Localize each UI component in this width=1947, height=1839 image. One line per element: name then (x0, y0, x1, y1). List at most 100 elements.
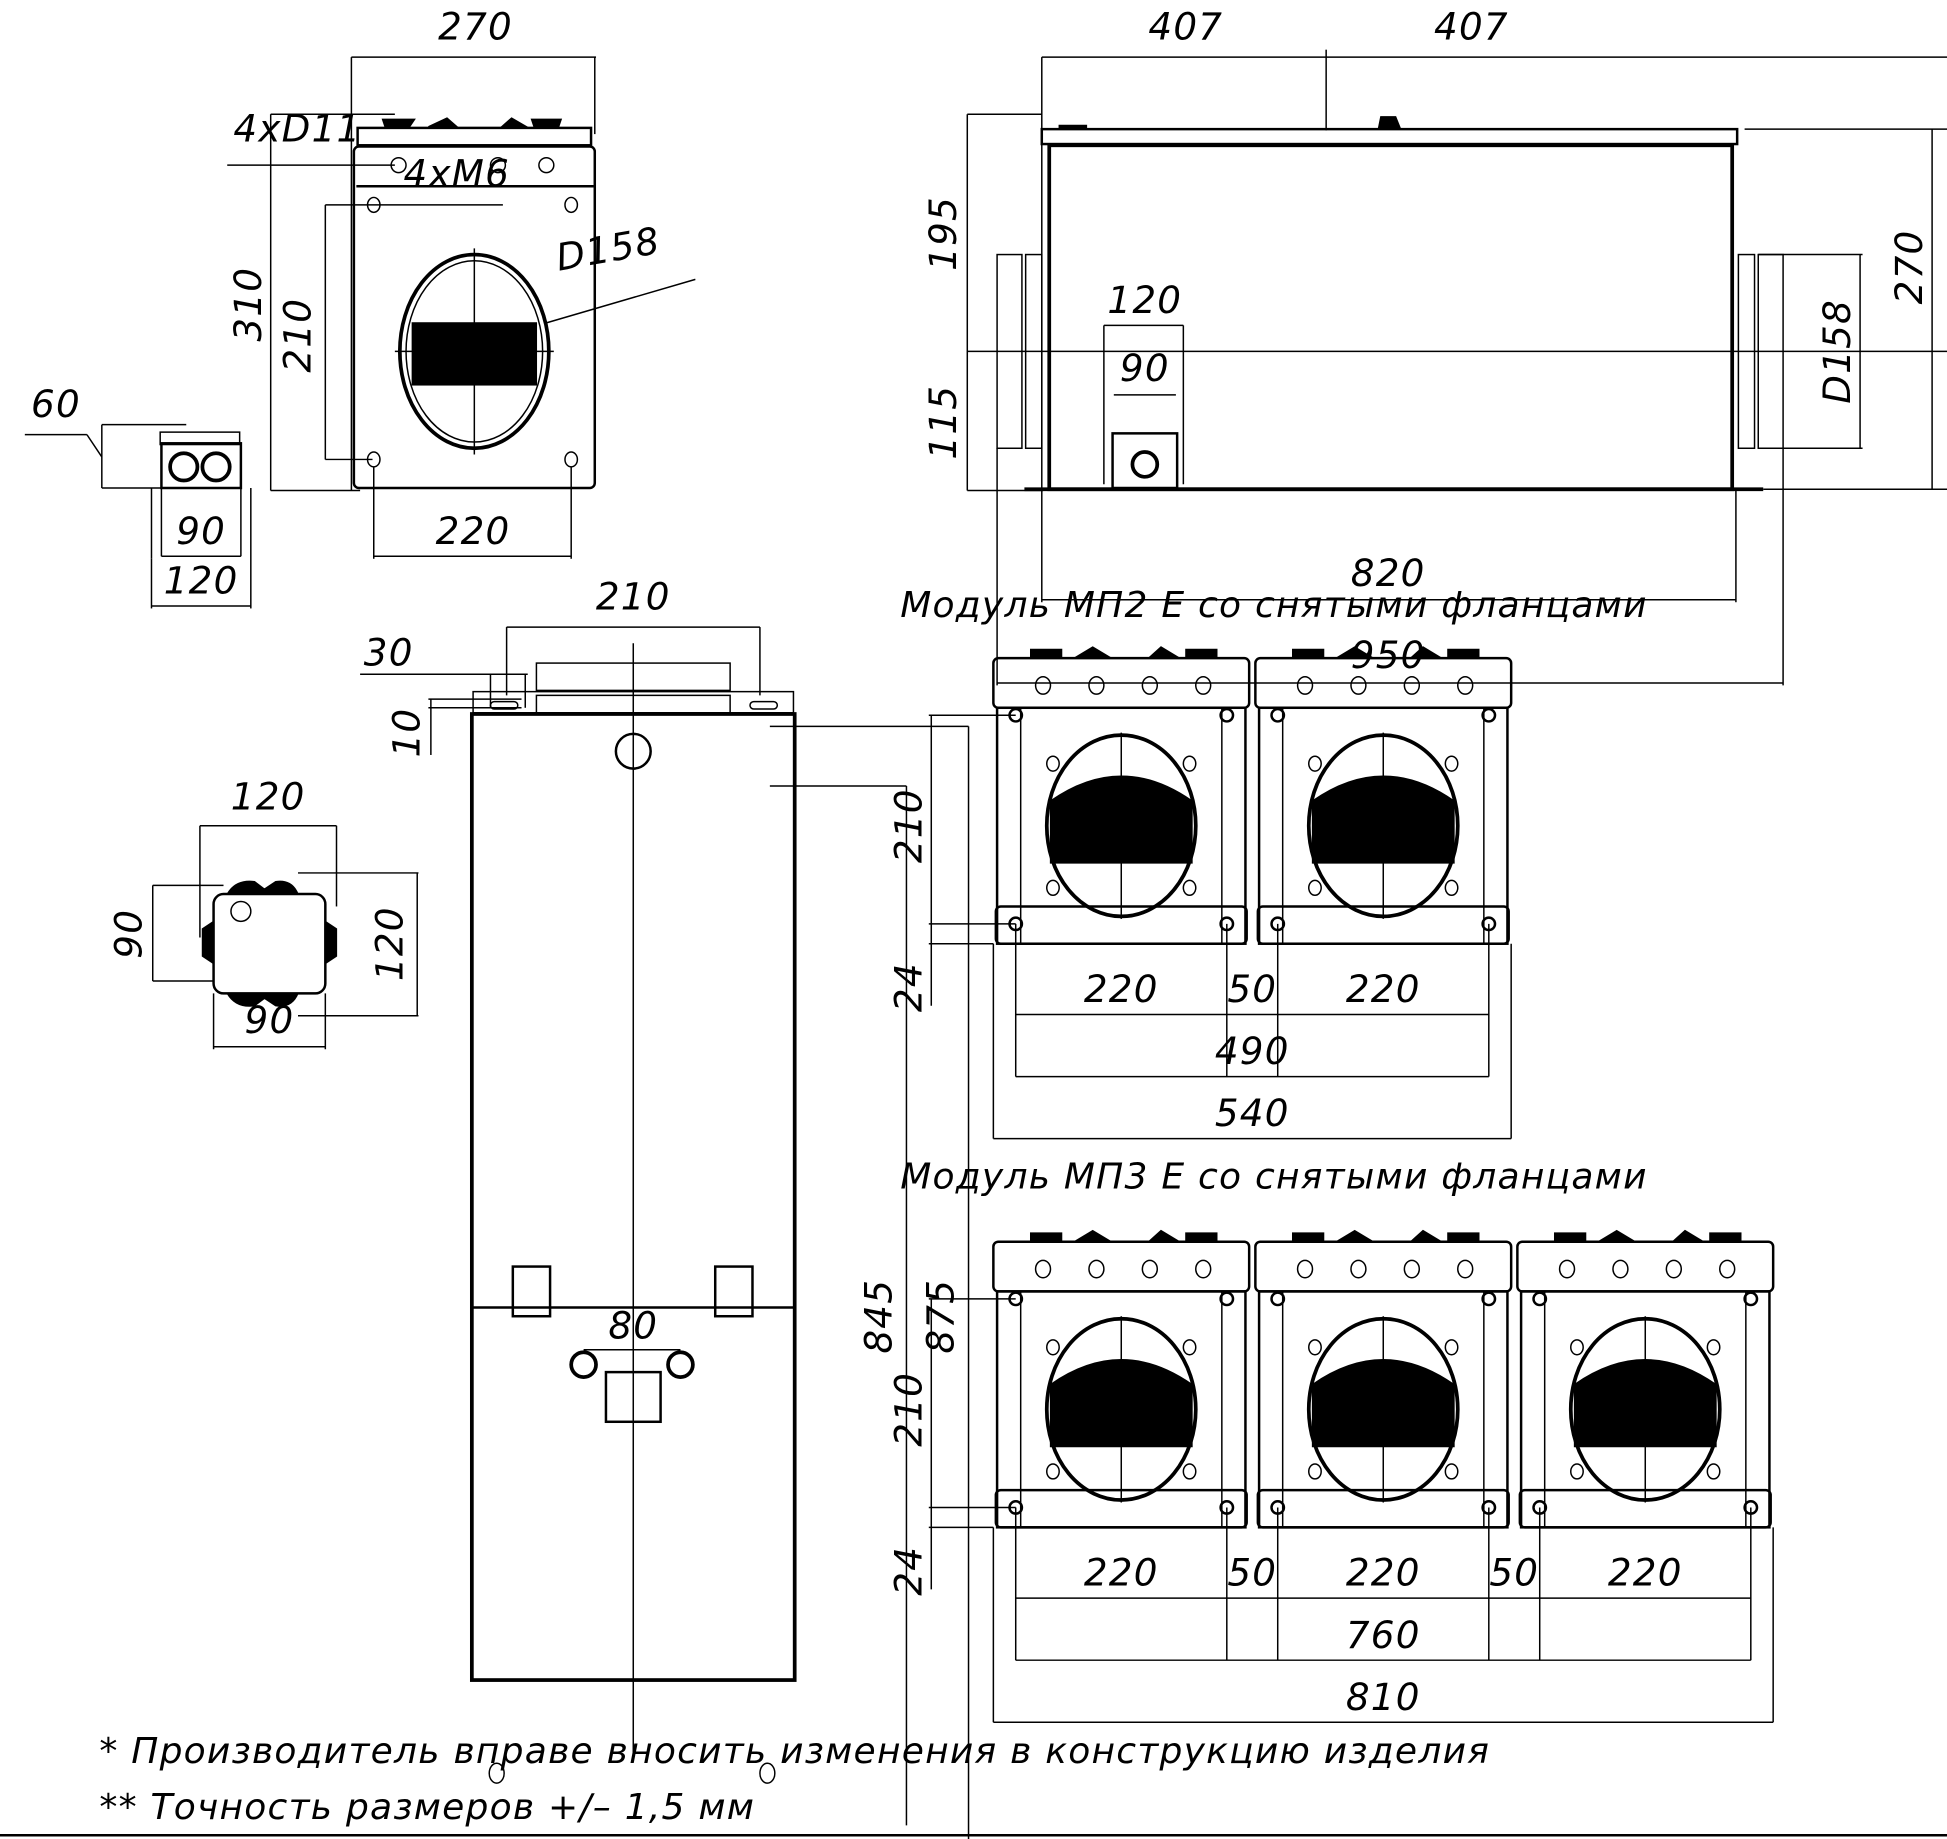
flange-hole-icon (1706, 1463, 1721, 1480)
m6-hole-icon (1457, 1259, 1474, 1279)
top-connectors (1291, 646, 1480, 659)
mount-bolt-icon (1270, 1291, 1286, 1307)
dim-segment: 220 (1346, 1551, 1421, 1595)
dim-90-left: 90 (107, 909, 151, 959)
flange-hole-icon (1182, 1339, 1197, 1356)
dim-segment: 50 (1227, 967, 1277, 1011)
dim-120-right: 120 (367, 906, 411, 981)
front-top-rail (356, 126, 593, 147)
flange-hole-icon (1570, 1339, 1584, 1356)
dim-segment: 220 (1608, 1551, 1683, 1595)
m6-hole-icon (1403, 675, 1421, 695)
m6-hole-icon (1719, 1259, 1736, 1279)
cable-gland-icon (666, 1350, 695, 1379)
screw-icon (230, 900, 252, 923)
dim-270: 270 (438, 5, 513, 49)
dim-310: 310 (226, 267, 270, 342)
top-connectors (1553, 1229, 1742, 1243)
dim-total-width: 810 (1346, 1675, 1421, 1719)
m6-hole-icon (1350, 1259, 1367, 1279)
flange-hole-icon (1444, 1463, 1459, 1480)
cable-gland-icon (1130, 450, 1160, 479)
mount-bolt-icon (1219, 1291, 1235, 1307)
dim-120: 120 (164, 559, 239, 603)
note-2: ** Точность размеров +/– 1,5 мм (99, 1787, 755, 1828)
dim-segment: 220 (1084, 967, 1159, 1011)
dim-10: 10 (385, 708, 429, 758)
dim-120-top: 120 (231, 775, 306, 819)
d11-hole-icon (564, 451, 579, 468)
dim-210: 210 (596, 575, 671, 619)
dim-270: 270 (1887, 230, 1931, 305)
leader-d158 (546, 278, 696, 324)
top-view: 210 30 10 80 845 875 (360, 575, 970, 1839)
mount-bolt-icon (1743, 1291, 1759, 1307)
flange-hole-icon (1182, 755, 1197, 772)
m6-hole-icon (1034, 675, 1052, 695)
flange-hole-icon (1570, 1463, 1584, 1480)
side-top-rail (1040, 127, 1739, 146)
leader-60 (86, 434, 103, 458)
d11-hole-icon (564, 196, 579, 214)
flange-hole-icon (1046, 1339, 1060, 1356)
dim-60: 60 (31, 382, 81, 426)
mount-bolt-icon (1481, 707, 1497, 723)
dim-875: 875 (919, 1279, 963, 1354)
hole-icon (759, 1762, 776, 1784)
mount-slot-icon (489, 700, 519, 710)
module-caption: Модуль МП2 Е со снятыми фланцами (900, 585, 1648, 626)
m6-hole-icon (1296, 1259, 1314, 1279)
m6-hole-icon (1350, 675, 1367, 695)
dim-hole-span: 760 (1346, 1613, 1421, 1657)
dim-hole-span: 490 (1215, 1029, 1290, 1073)
dim-210: 210 (275, 298, 319, 373)
m6-hole-icon (538, 156, 555, 174)
flange-hole-icon (1046, 879, 1060, 897)
cable-gland-icon (168, 451, 200, 483)
flange-hole-icon (1308, 879, 1322, 897)
cable-gland-icon (569, 1350, 598, 1379)
flange-hole-icon (1308, 1339, 1322, 1356)
nameplate-icon (604, 1370, 662, 1424)
junction-box-body (212, 892, 327, 995)
dim-407-right: 407 (1434, 5, 1509, 49)
top-connectors (1291, 1229, 1480, 1243)
flange-hole-icon (1444, 879, 1459, 897)
mount-bolt-icon (1532, 1291, 1548, 1307)
hole-icon (488, 1762, 505, 1784)
label-4xM6: 4xM6 (404, 151, 511, 195)
dim-120: 120 (1107, 278, 1182, 322)
dim-d158: D158 (1815, 299, 1859, 404)
label-4xD11: 4xD11 (233, 107, 361, 151)
m6-hole-icon (1195, 675, 1212, 695)
dim-30: 30 (364, 631, 414, 675)
dim-210: 210 (886, 788, 930, 863)
dim-90: 90 (1120, 346, 1170, 390)
gland-knockouts-icon (201, 880, 338, 1007)
module-caption: Модуль МП3 Е со снятыми фланцами (900, 1156, 1648, 1197)
hinge-icon (511, 1265, 552, 1318)
note-1: * Производитель вправе вносить изменения… (99, 1731, 1490, 1772)
dim-segment: 50 (1489, 1551, 1539, 1595)
dim-segment: 220 (1084, 1551, 1159, 1595)
dim-220: 220 (436, 509, 511, 553)
small-box-lid (159, 431, 241, 446)
m6-hole-icon (1141, 1259, 1159, 1279)
mount-bolt-icon (1481, 1291, 1497, 1307)
dim-24: 24 (886, 1546, 930, 1596)
mount-slot-icon (749, 700, 779, 710)
dim-407-left: 407 (1148, 5, 1223, 49)
m6-hole-icon (1665, 1259, 1683, 1279)
handle-icon (614, 732, 652, 770)
flange-hole-icon (1308, 1463, 1322, 1480)
module-3: Модуль МП3 Е со снятыми фланцами 210 24 220… (886, 1156, 1775, 1724)
m6-hole-icon (1403, 1259, 1421, 1279)
cable-gland-icon (200, 451, 232, 483)
dim-115: 115 (921, 385, 965, 460)
m6-hole-icon (489, 156, 507, 174)
dim-210: 210 (886, 1372, 930, 1447)
flange-hole-icon (1444, 755, 1459, 772)
flange-hole-icon (1444, 1339, 1459, 1356)
m6-hole-icon (390, 156, 407, 174)
